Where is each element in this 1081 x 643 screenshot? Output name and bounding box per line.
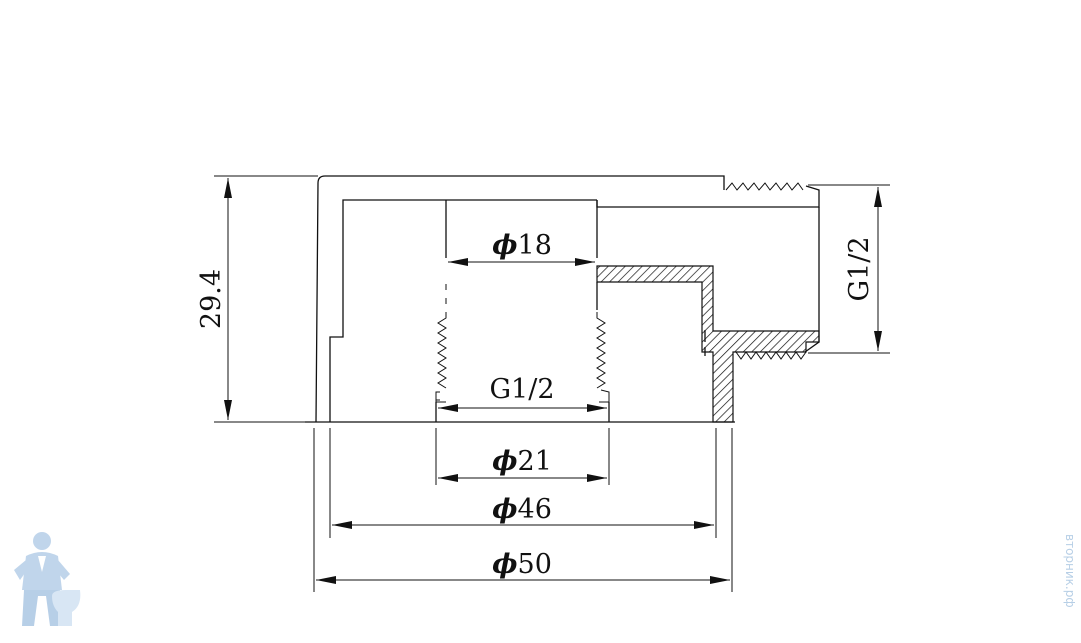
inner-bore	[435, 200, 610, 422]
side-thread-top	[725, 182, 804, 191]
section-hatch	[596, 265, 820, 423]
dim-height-label: 29.4	[196, 269, 227, 329]
dim-thread-inner-label: G1/2	[489, 374, 554, 405]
dim-phi50-label: ϕ50	[492, 549, 552, 580]
extension-lines	[214, 175, 890, 592]
dimension-lines	[224, 178, 882, 584]
dim-phi18-label: ϕ18	[492, 230, 552, 261]
watermark-text: вторник.рф	[1063, 534, 1077, 608]
dim-phi21-label: ϕ21	[492, 446, 552, 477]
dim-thread-side-label: G1/2	[844, 236, 875, 301]
part-body	[305, 175, 820, 423]
plumber-mascot-logo	[14, 532, 81, 626]
dim-phi46-label: ϕ46	[492, 494, 552, 525]
